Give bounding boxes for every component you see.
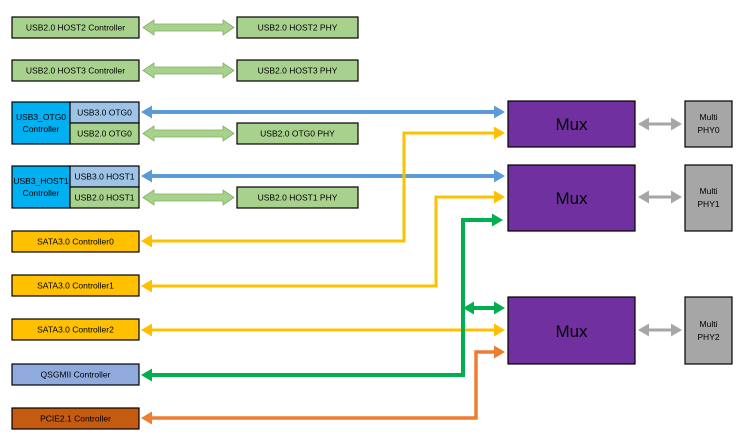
usb2-host2-controller: USB2.0 HOST2 Controller	[11, 16, 140, 39]
usb2-host3-controller: USB2.0 HOST3 Controller	[11, 59, 140, 82]
sata1-to-mux1-arrow	[141, 190, 505, 293]
qsgmii-to-mux2-arrow-head-start	[463, 301, 474, 315]
mux2-to-phy2-arrow-head-end	[671, 323, 682, 337]
usb3-otg0-controller: USB3_OTG0 Controller	[11, 101, 71, 145]
otg0-usb3-to-mux0-arrow	[141, 105, 505, 119]
sata1-to-mux1-arrow-head-end	[494, 190, 505, 204]
qsgmii-to-mux1-arrow-head-start	[141, 368, 152, 382]
usb2-host1-phy: USB2.0 HOST1 PHY	[236, 186, 359, 209]
mux0-to-phy0-arrow-head-start	[638, 117, 649, 131]
qsgmii-controller-label: QSGMII Controller	[41, 370, 111, 380]
usb2-host2-phy: USB2.0 HOST2 PHY	[236, 16, 359, 39]
usb3-host1-controller: USB3_HOST1 Controller	[11, 165, 71, 209]
pcie-to-mux2-arrow-head-end	[494, 345, 505, 359]
host2-to-phy-arrow	[142, 19, 235, 36]
pcie-to-mux2-arrow-head-start	[141, 411, 152, 425]
mux1-to-phy1-arrow-head-end	[671, 190, 682, 204]
multi-phy2-line2: PHY2	[697, 332, 719, 342]
usb3-host1-port: USB3.0 HOST1	[69, 165, 140, 188]
host1-usb3-to-mux1-arrow-head-start	[141, 169, 152, 183]
usb2-host1-phy-label: USB2.0 HOST1 PHY	[258, 193, 338, 203]
usb2-host1-port-label: USB2.0 HOST1	[75, 193, 135, 203]
mux2-label: Mux	[555, 322, 588, 341]
sata1-to-mux1-arrow-head-start	[141, 279, 152, 293]
usb2-host1-port: USB2.0 HOST1	[69, 186, 140, 209]
host1-usb2-to-phy-arrow	[142, 189, 235, 206]
sata2-to-mux2-arrow-head-start	[141, 323, 152, 337]
qsgmii-to-mux2-arrow	[463, 301, 505, 315]
mux1-to-phy1-arrow	[638, 190, 682, 204]
sata1-controller-label: SATA3.0 Controller1	[37, 281, 114, 291]
qsgmii-controller: QSGMII Controller	[11, 363, 140, 386]
pcie-to-mux2-arrow	[141, 345, 505, 425]
usb3-host1-controller-line2: Controller	[23, 188, 60, 198]
mux1-label: Mux	[555, 189, 588, 208]
multi-phy2: Multi PHY2	[684, 296, 733, 365]
pcie-to-mux2-arrow-line	[149, 350, 497, 420]
pcie-controller-label: PCIE2.1 Controller	[40, 414, 111, 424]
mux0-label: Mux	[555, 115, 588, 134]
mux1: Mux	[507, 164, 636, 232]
mux2-to-phy2-arrow-head-start	[638, 323, 649, 337]
usb3-host1-port-label: USB3.0 HOST1	[75, 172, 135, 182]
multi-phy1-line1: Multi	[700, 186, 718, 196]
usb2-host2-phy-label: USB2.0 HOST2 PHY	[258, 23, 338, 33]
mux0: Mux	[507, 100, 636, 148]
otg0-usb2-to-phy-arrow	[142, 125, 235, 142]
host1-usb3-to-mux1-arrow-head-end	[494, 169, 505, 183]
pcie-controller: PCIE2.1 Controller	[11, 407, 140, 430]
qsgmii-to-mux1-arrow-head-end	[492, 213, 503, 227]
mux1-to-phy1-arrow-head-start	[638, 190, 649, 204]
qsgmii-to-mux1-arrow	[141, 213, 503, 382]
usb2-host2-controller-label: USB2.0 HOST2 Controller	[26, 23, 125, 33]
multi-phy0: Multi PHY0	[684, 100, 733, 148]
usb3-otg0-controller-line2: Controller	[23, 124, 60, 134]
usb2-host3-controller-label: USB2.0 HOST3 Controller	[26, 66, 125, 76]
sata0-to-mux0-arrow-line	[149, 131, 497, 243]
usb2-otg0-phy: USB2.0 OTG0 PHY	[236, 122, 359, 145]
sata0-to-mux0-arrow	[141, 126, 505, 248]
usb3-host1-controller-line1: USB3_HOST1	[13, 176, 69, 186]
sata2-controller-label: SATA3.0 Controller2	[37, 325, 114, 335]
otg0-usb3-to-mux0-arrow-head-end	[494, 105, 505, 119]
usb2-otg0-port-label: USB2.0 OTG0	[77, 129, 132, 139]
sata1-to-mux1-arrow-line	[149, 195, 497, 288]
usb3-otg0-port-label: USB3.0 OTG0	[77, 108, 132, 118]
multi-phy0-line1: Multi	[700, 112, 718, 122]
host1-usb3-to-mux1-arrow	[141, 169, 505, 183]
usb3-otg0-port: USB3.0 OTG0	[69, 101, 140, 124]
usb2-host3-phy: USB2.0 HOST3 PHY	[236, 59, 359, 82]
sata0-controller-label: SATA3.0 Controller0	[37, 237, 114, 247]
sata2-controller: SATA3.0 Controller2	[11, 318, 140, 341]
sata2-to-mux2-arrow-head-end	[494, 323, 505, 337]
connection-arrows	[141, 105, 682, 425]
usb2-host3-phy-label: USB2.0 HOST3 PHY	[258, 66, 338, 76]
qsgmii-to-mux1-arrow-line	[149, 218, 495, 377]
mux0-to-phy0-arrow-head-end	[671, 117, 682, 131]
usb2-otg0-phy-label: USB2.0 OTG0 PHY	[260, 129, 335, 139]
usb3-otg0-controller-line1: USB3_OTG0	[16, 112, 66, 122]
mux2-to-phy2-arrow	[638, 323, 682, 337]
sata2-to-mux2-arrow	[141, 323, 505, 337]
sata0-to-mux0-arrow-head-end	[494, 126, 505, 140]
multi-phy2-line1: Multi	[700, 319, 718, 329]
host3-to-phy-arrow	[142, 62, 235, 79]
multi-phy1: Multi PHY1	[684, 164, 733, 232]
sata0-to-mux0-arrow-head-start	[141, 234, 152, 248]
mux0-to-phy0-arrow	[638, 117, 682, 131]
multi-phy0-line2: PHY0	[697, 125, 719, 135]
sata0-controller: SATA3.0 Controller0	[11, 230, 140, 253]
mux2: Mux	[507, 296, 636, 365]
usb2-otg0-port: USB2.0 OTG0	[69, 122, 140, 145]
sata1-controller: SATA3.0 Controller1	[11, 274, 140, 297]
usb2-connections	[142, 19, 235, 206]
otg0-usb3-to-mux0-arrow-head-start	[141, 105, 152, 119]
qsgmii-to-mux2-arrow-head-end	[494, 301, 505, 315]
multi-phy1-line2: PHY1	[697, 199, 719, 209]
